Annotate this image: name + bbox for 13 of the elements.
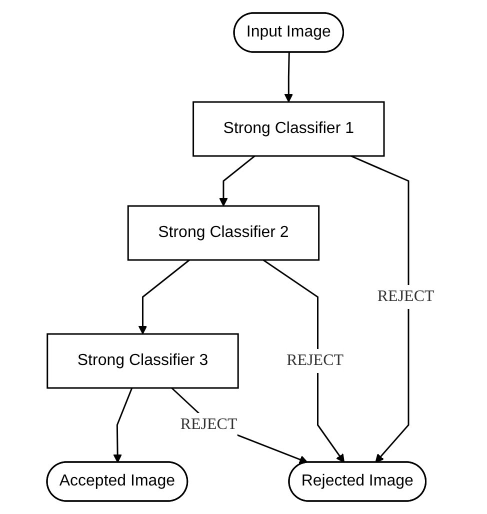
node-box: Strong Classifier 2: [128, 205, 320, 261]
arrow: [350, 155, 410, 463]
arrow: [113, 388, 133, 463]
arrow: [263, 259, 345, 463]
arrow: [284, 52, 294, 102]
edge-label: REJECT: [378, 288, 434, 305]
node-box: Strong Classifier 1: [192, 101, 385, 157]
arrow: [219, 155, 256, 206]
edge-label: REJECT: [180, 416, 238, 433]
edge-label: REJECT: [286, 352, 344, 369]
arrow: [171, 387, 308, 464]
node-box: Strong Classifier 3: [46, 333, 240, 389]
arrow: [138, 259, 190, 334]
